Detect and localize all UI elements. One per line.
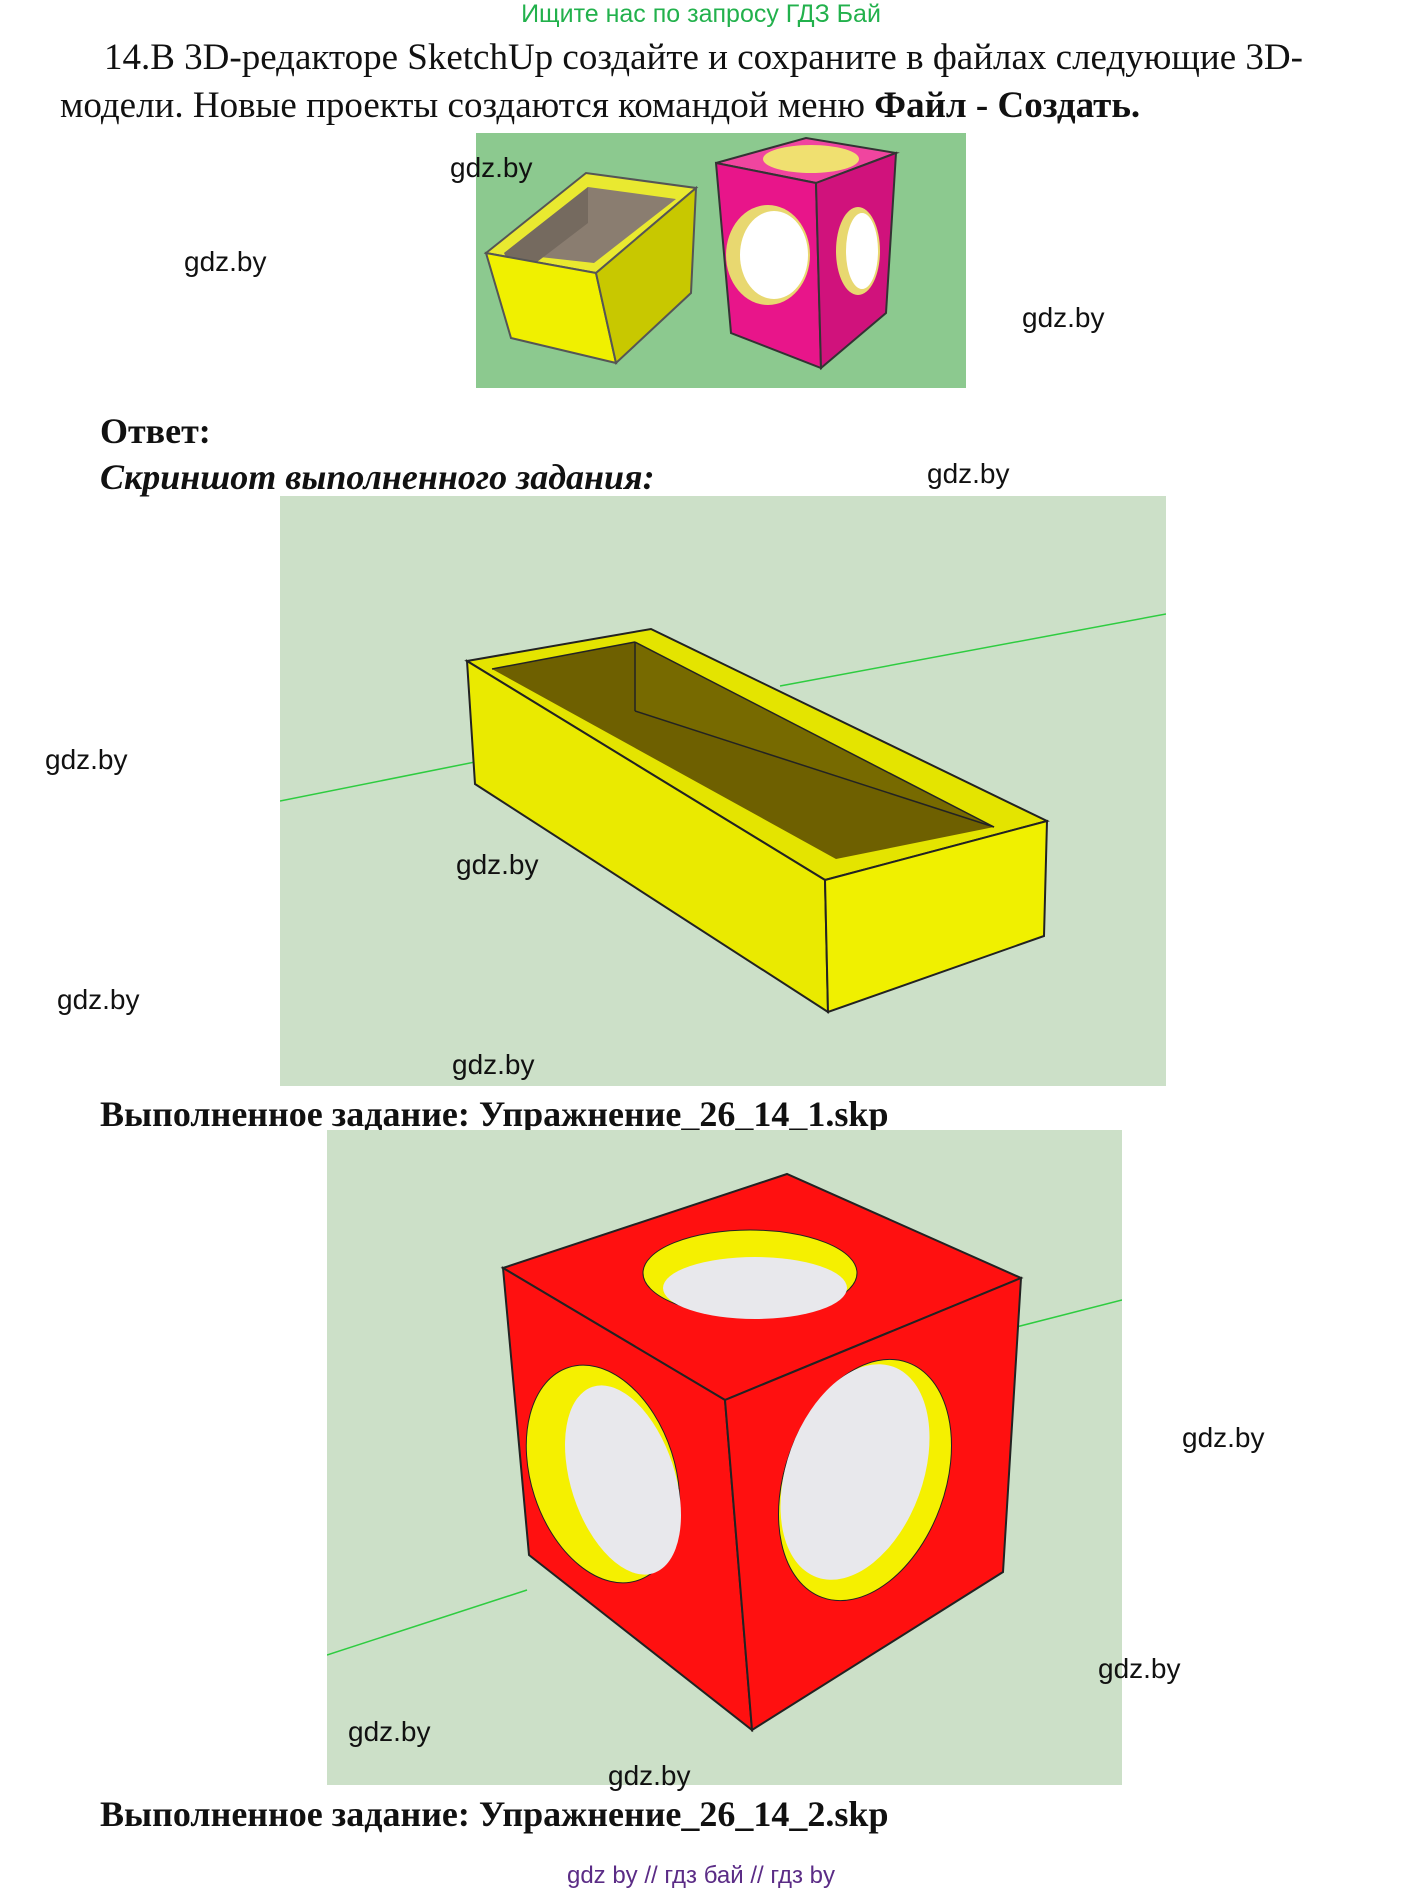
footer-links[interactable]: gdz by // гдз бай // гдз by — [566, 1862, 836, 1889]
watermark: gdz.by — [1182, 1422, 1265, 1453]
task-line-2: модели. Новые проекты создаются командой… — [60, 82, 1360, 130]
task-line-2-plain: модели. Новые проекты создаются командой… — [60, 85, 875, 126]
watermark: gdz.by — [45, 744, 128, 775]
watermark: gdz.by — [348, 1716, 431, 1747]
search-hint-link[interactable]: Ищите нас по запросу ГДЗ Бай — [521, 0, 881, 28]
task-line-1: 14.В 3D-редакторе SketchUp создайте и со… — [104, 37, 1303, 78]
screenshot-box-model — [280, 496, 1166, 1086]
watermark: gdz.by — [450, 152, 533, 183]
watermark: gdz.by — [184, 246, 267, 277]
result-file-2: Выполненное задание: Упражнение_26_14_2.… — [100, 1794, 889, 1834]
answer-label: Ответ: — [100, 411, 211, 451]
watermark: gdz.by — [456, 849, 539, 880]
watermark: gdz.by — [452, 1049, 535, 1080]
watermark: gdz.by — [57, 984, 140, 1015]
task-text: 14.В 3D-редакторе SketchUp создайте и со… — [60, 34, 1360, 130]
watermark: gdz.by — [927, 458, 1010, 489]
task-menu-command: Файл - Создать. — [874, 85, 1141, 126]
screenshot-cube-model — [327, 1130, 1122, 1785]
watermark: gdz.by — [1022, 302, 1105, 333]
watermark: gdz.by — [1098, 1653, 1181, 1684]
watermark: gdz.by — [608, 1760, 691, 1791]
result-file-1: Выполненное задание: Упражнение_26_14_1.… — [100, 1094, 889, 1134]
example-image — [476, 133, 966, 388]
screenshot-label: Скриншот выполненного задания: — [100, 457, 655, 497]
